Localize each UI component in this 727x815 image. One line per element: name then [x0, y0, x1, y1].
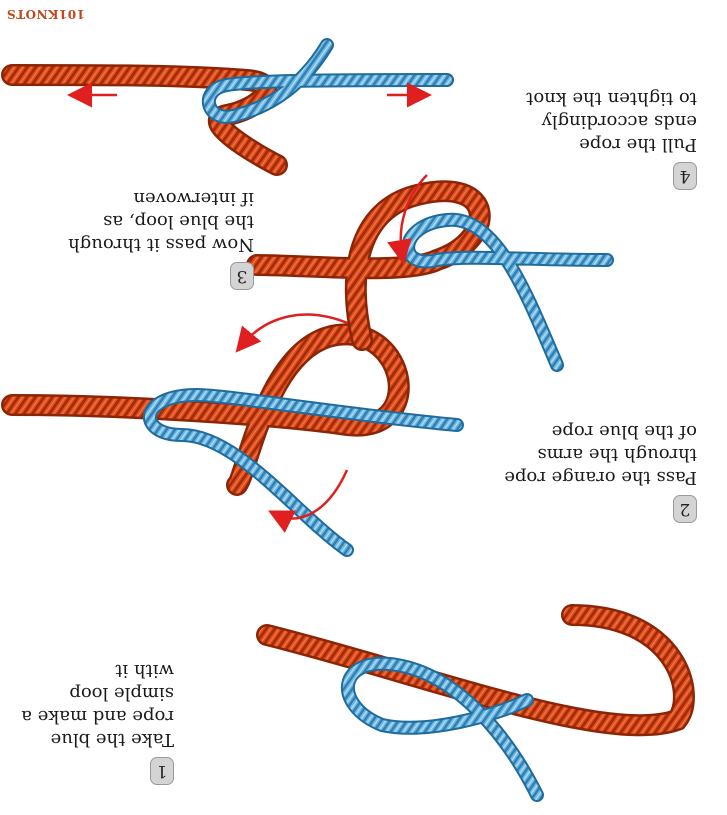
step1-illustration [256, 604, 695, 802]
step2-arrow-top [235, 313, 353, 353]
step2-line1: Pass the orange rope [504, 467, 697, 488]
step3-badge: 3 [230, 262, 254, 290]
step3-line2: the blue loop, as [103, 211, 254, 232]
step2-badge: 2 [673, 495, 697, 523]
step2-illustration [1, 313, 464, 557]
step4-illustration [1, 38, 454, 176]
step1-line2: rope and make a [21, 706, 174, 727]
step3-caption: Now pass it through the blue loop, as if… [68, 187, 254, 256]
step1-caption: Take the blue rope and make a simple loo… [21, 659, 174, 751]
step3-line1: Now pass it through [68, 234, 254, 255]
step4-line2: ends accordingly [541, 111, 697, 132]
step3-line3: if interwoven [133, 188, 254, 209]
step4-caption: Pull the rope ends accordingly to tighte… [526, 87, 697, 156]
step2-line3: of the blue rope [551, 421, 697, 442]
step2-arrow-bottom [268, 469, 349, 533]
step4-line3: to tighten the knot [526, 88, 697, 109]
step1-line4: with it [115, 660, 174, 681]
step2-line2: through the arms [537, 444, 697, 465]
step4-badge: 4 [673, 162, 697, 190]
step1-line3: simple loop [69, 683, 174, 704]
step2-caption: Pass the orange rope through the arms of… [504, 420, 697, 489]
step1-line1: Take the blue [50, 729, 174, 750]
step3-arrow [387, 174, 428, 265]
step4-line1: Pull the rope [579, 134, 697, 155]
brand-logo: 101KNOTS [6, 7, 86, 21]
step1-badge: 1 [150, 757, 174, 785]
step3-illustration [246, 174, 614, 372]
step3-blue-rope [401, 212, 614, 372]
